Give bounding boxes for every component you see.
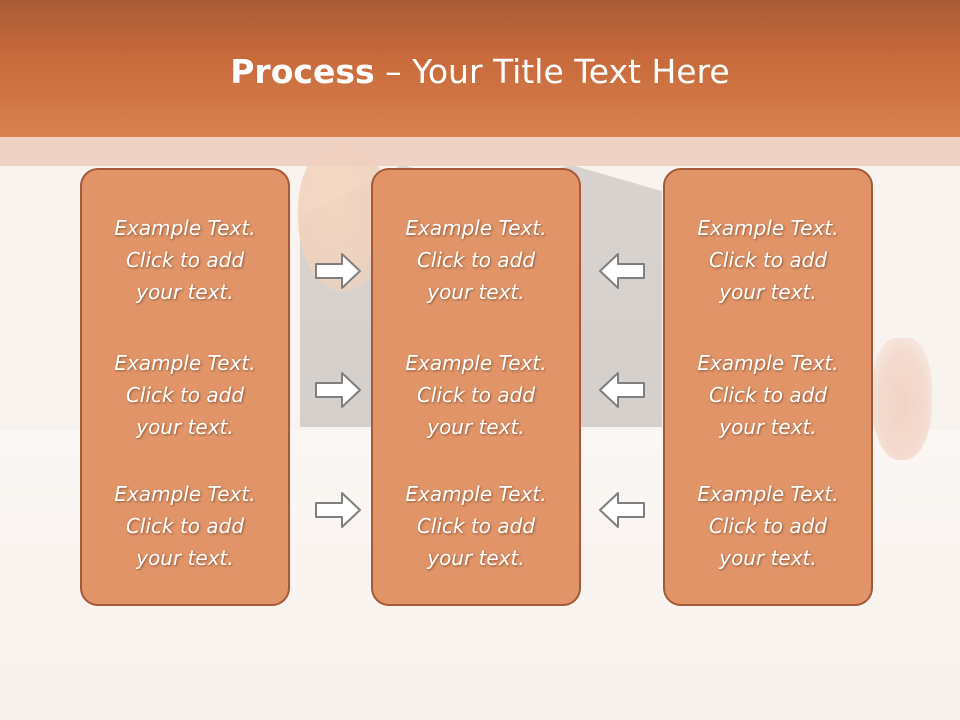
left-arrow-icon xyxy=(599,492,645,528)
text-line: Click to add xyxy=(416,383,536,407)
text-line: Click to add xyxy=(708,383,828,407)
title-bold: Process xyxy=(230,52,375,91)
title-bar xyxy=(0,0,960,137)
process-box-left[interactable]: Example Text. Click to add your text. Ex… xyxy=(80,168,290,606)
text-line: Example Text. xyxy=(405,216,547,240)
text-line: your text. xyxy=(427,546,525,570)
title-rest: – Your Title Text Here xyxy=(374,52,730,91)
text-line: Example Text. xyxy=(114,351,256,375)
text-line: your text. xyxy=(136,280,234,304)
text-line: your text. xyxy=(719,546,817,570)
text-block[interactable]: Example Text. Click to add your text. xyxy=(82,212,288,308)
process-box-right[interactable]: Example Text. Click to add your text. Ex… xyxy=(663,168,873,606)
right-arrow-icon xyxy=(315,253,361,289)
right-arrow-icon xyxy=(315,372,361,408)
text-line: your text. xyxy=(136,546,234,570)
text-line: Example Text. xyxy=(114,482,256,506)
text-line: Example Text. xyxy=(697,351,839,375)
text-block[interactable]: Example Text. Click to add your text. xyxy=(373,347,579,443)
text-line: your text. xyxy=(719,280,817,304)
text-line: Click to add xyxy=(125,248,245,272)
text-line: Example Text. xyxy=(697,216,839,240)
text-line: your text. xyxy=(136,415,234,439)
text-line: Click to add xyxy=(125,514,245,538)
right-arrow-icon xyxy=(315,492,361,528)
text-block[interactable]: Example Text. Click to add your text. xyxy=(665,212,871,308)
text-block[interactable]: Example Text. Click to add your text. xyxy=(373,478,579,574)
slide-title[interactable]: Process – Your Title Text Here xyxy=(0,52,960,91)
text-block[interactable]: Example Text. Click to add your text. xyxy=(665,478,871,574)
text-line: Click to add xyxy=(125,383,245,407)
text-line: Click to add xyxy=(416,514,536,538)
text-block[interactable]: Example Text. Click to add your text. xyxy=(665,347,871,443)
text-line: your text. xyxy=(427,280,525,304)
text-line: Click to add xyxy=(708,514,828,538)
text-line: Click to add xyxy=(708,248,828,272)
title-underband xyxy=(0,137,960,166)
text-block[interactable]: Example Text. Click to add your text. xyxy=(82,347,288,443)
left-arrow-icon xyxy=(599,253,645,289)
text-line: Example Text. xyxy=(114,216,256,240)
text-block[interactable]: Example Text. Click to add your text. xyxy=(373,212,579,308)
text-line: Example Text. xyxy=(405,482,547,506)
text-line: your text. xyxy=(719,415,817,439)
background-photo-hand xyxy=(872,338,932,460)
left-arrow-icon xyxy=(599,372,645,408)
text-line: Example Text. xyxy=(697,482,839,506)
text-line: Click to add xyxy=(416,248,536,272)
text-block[interactable]: Example Text. Click to add your text. xyxy=(82,478,288,574)
text-line: your text. xyxy=(427,415,525,439)
process-box-middle[interactable]: Example Text. Click to add your text. Ex… xyxy=(371,168,581,606)
text-line: Example Text. xyxy=(405,351,547,375)
